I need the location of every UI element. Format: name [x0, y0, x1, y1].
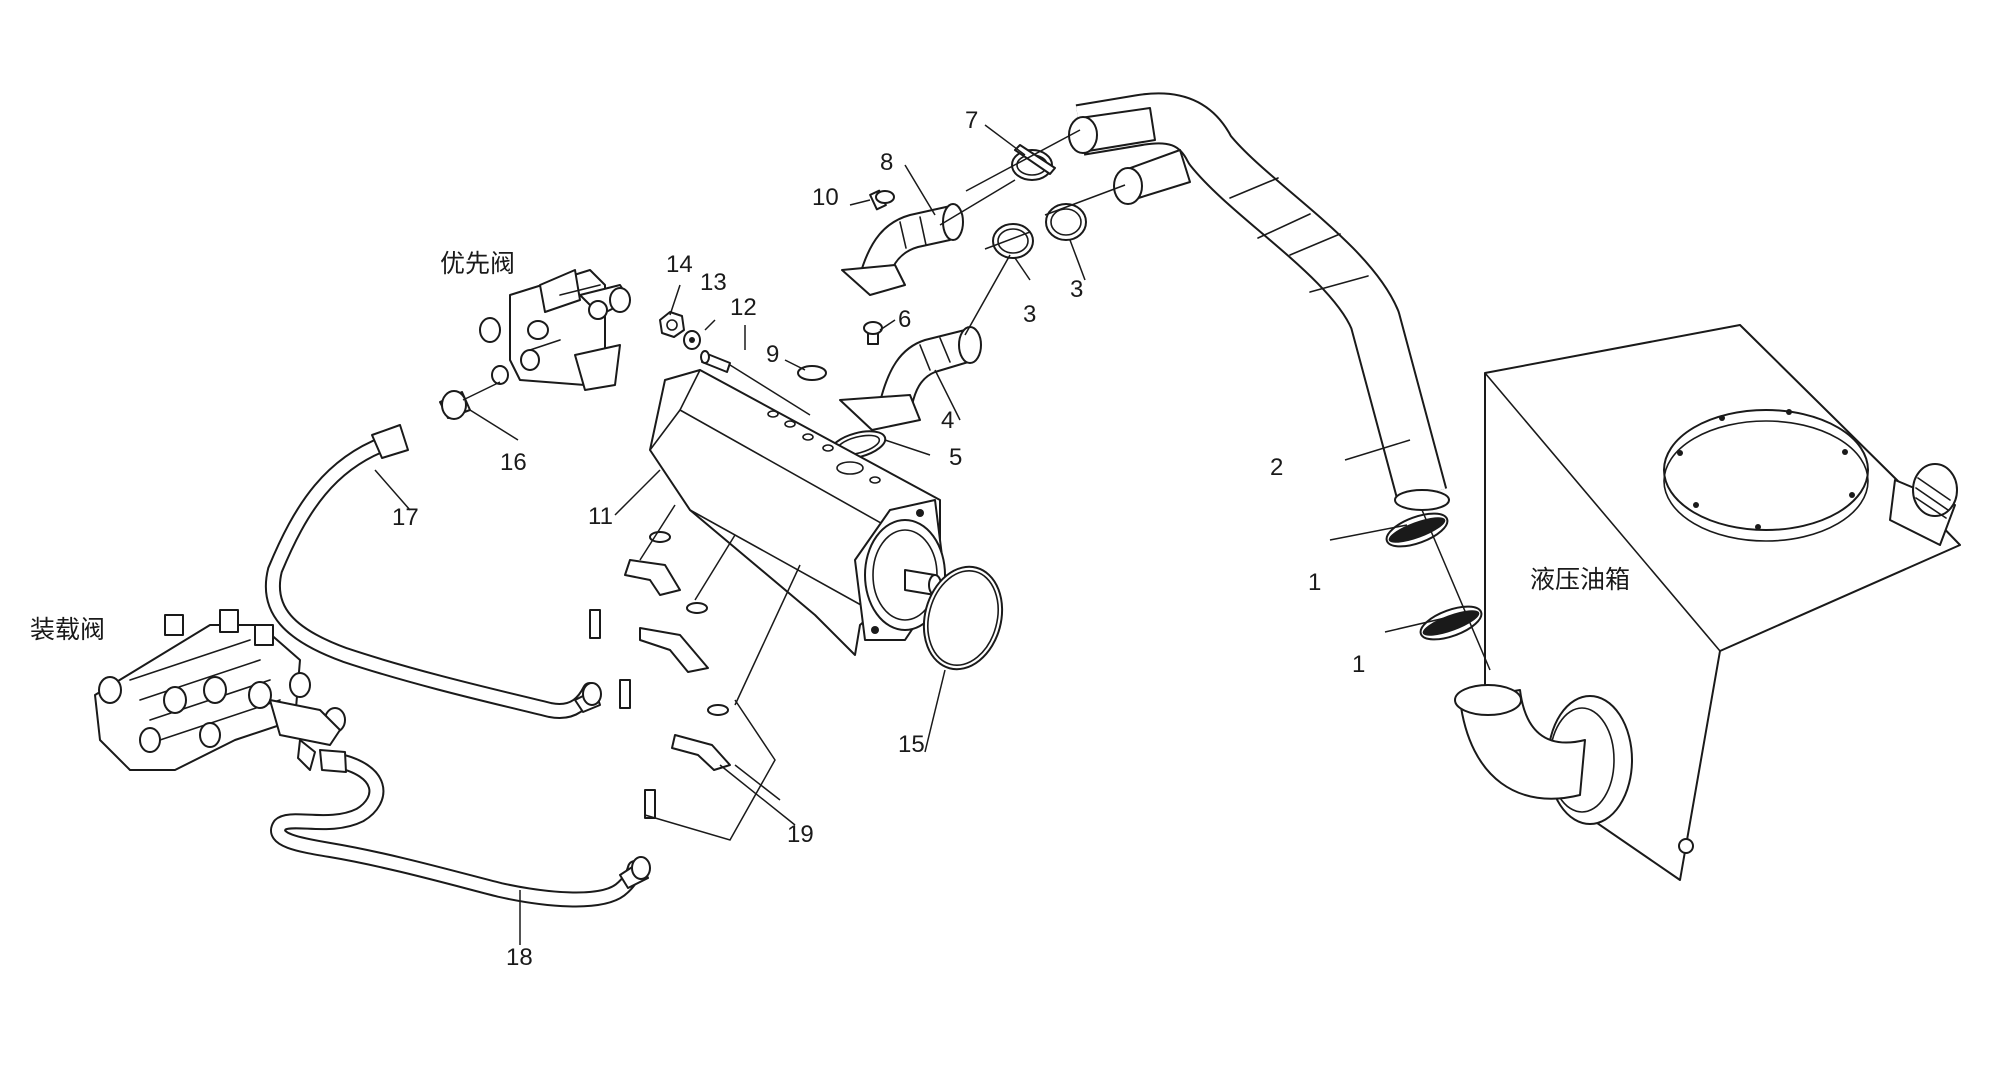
callout-11: 11 [588, 503, 613, 530]
label-hydraulic-tank: 液压油箱 [1530, 565, 1630, 594]
callout-16: 16 [500, 449, 527, 476]
hose-18 [270, 749, 651, 908]
washer-13 [683, 330, 701, 350]
screw-6 [863, 321, 883, 345]
callout-1-upper: 1 [1308, 569, 1321, 596]
clamp-3-right [1045, 203, 1087, 241]
callout-17: 17 [392, 504, 419, 531]
flange-half-lower [671, 734, 731, 771]
callout-3-right: 3 [1070, 276, 1083, 303]
callout-13: 13 [700, 269, 727, 296]
stud-12 [700, 350, 731, 373]
cooler-block-11 [649, 369, 946, 656]
loading-valve [94, 609, 346, 771]
flange-half-upper [624, 559, 681, 596]
callout-19: 19 [787, 821, 814, 848]
nut-14 [659, 311, 685, 338]
callout-6: 6 [898, 306, 911, 333]
screw-10 [869, 189, 895, 211]
flange-half-middle [639, 627, 709, 673]
hose-17 [264, 424, 602, 719]
elbow-fitting-8 [841, 203, 964, 296]
callout-8: 8 [880, 149, 893, 176]
fitting-16 [439, 390, 471, 420]
label-priority-valve: 优先阀 [440, 249, 515, 278]
callout-5: 5 [949, 444, 962, 471]
callout-14: 14 [666, 251, 693, 278]
bolt-small-b [619, 679, 631, 709]
o-ring-15 [922, 565, 1004, 671]
hydraulic-tank [1454, 324, 1961, 881]
label-loading-valve: 装载阀 [30, 615, 105, 644]
o-ring-small-c [707, 704, 729, 716]
callout-12: 12 [730, 294, 757, 321]
bolt-small-a [589, 609, 601, 639]
suction-hose [1068, 92, 1450, 511]
callout-3-left: 3 [1023, 301, 1036, 328]
clamp-3-left [992, 223, 1034, 259]
callout-18: 18 [506, 944, 533, 971]
elbow-fitting-4 [839, 326, 982, 431]
callout-10: 10 [812, 184, 839, 211]
bolt-small-c [644, 789, 656, 819]
callout-4: 4 [941, 407, 954, 434]
callout-2: 2 [1270, 454, 1283, 481]
o-ring-small-a [649, 531, 671, 543]
washer-1-upper [1385, 512, 1449, 548]
priority-valve [479, 269, 631, 391]
callout-15: 15 [898, 731, 925, 758]
callout-9: 9 [766, 341, 779, 368]
callout-7: 7 [965, 107, 978, 134]
callout-1-lower: 1 [1352, 651, 1365, 678]
o-ring-small-b [686, 602, 708, 614]
